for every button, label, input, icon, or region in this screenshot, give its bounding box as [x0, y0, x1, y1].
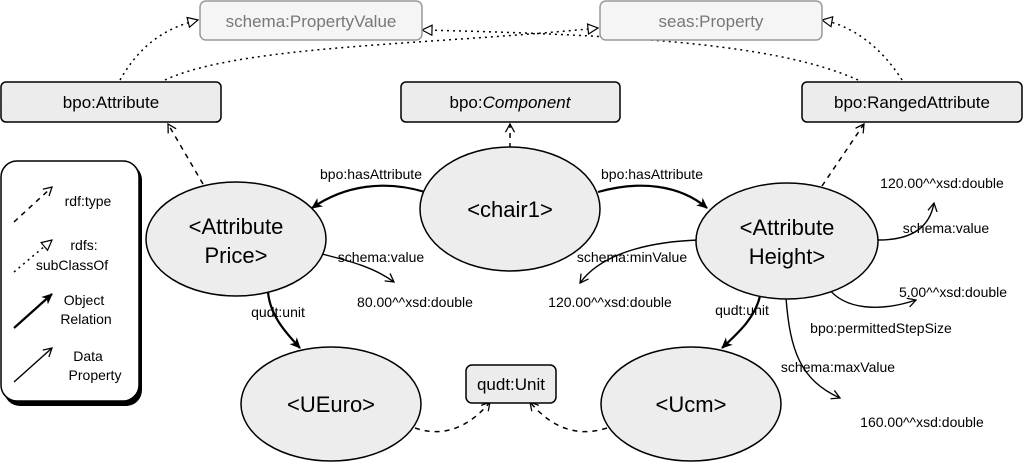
class-qudt-unit[interactable]: qudt:Unit: [465, 364, 557, 404]
edge-ueuro-type-unit: [414, 400, 491, 433]
legend-subclass-line1: rdfs:: [70, 237, 97, 253]
edge-ranged-subclassof-propertyvalue: [422, 30, 859, 81]
node-label: <Ucm>: [656, 392, 727, 417]
edge-price-unit-ueuro: [266, 291, 301, 349]
edge-ucm-type-unit: [529, 400, 608, 433]
class-bpo-rangedattribute[interactable]: bpo:RangedAttribute: [801, 81, 1023, 123]
type-edges: [167, 122, 865, 433]
label-maxvalue: schema:maxValue: [781, 359, 895, 375]
legend-dashed-arrow-icon: [13, 186, 53, 223]
legend-data-line1: Data: [73, 348, 103, 364]
node-chair1[interactable]: <chair1>: [419, 146, 601, 272]
class-label: bpo:Component: [450, 93, 572, 112]
object-edges: [266, 184, 762, 349]
literal-minvalue: 120.00^^xsd:double: [548, 294, 672, 310]
label-height-unit: qudt:unit: [715, 302, 769, 318]
label-hasattribute-right: bpo:hasAttribute: [601, 166, 703, 182]
label-minvalue: schema:minValue: [577, 249, 687, 265]
node-ucm[interactable]: <Ucm>: [600, 346, 782, 462]
legend-data-line2: Property: [69, 367, 122, 383]
class-prefix: bpo:: [450, 93, 483, 112]
edge-attribute-subclassof-propertyvalue: [119, 20, 198, 81]
edge-chair-hasattribute-height: [597, 184, 708, 209]
edge-price-type-attribute: [167, 122, 204, 185]
node-label-line1: <Attribute: [740, 215, 835, 240]
class-schema-propertyvalue[interactable]: schema:PropertyValue: [199, 0, 423, 41]
edge-height-unit-ucm: [721, 295, 762, 349]
data-edges: [321, 201, 938, 400]
literal-height-value: 120.00^^xsd:double: [880, 175, 1004, 191]
edge-height-type-ranged: [821, 122, 865, 187]
node-label: <UEuro>: [287, 392, 375, 417]
legend-object-line1: Object: [64, 292, 105, 308]
label-hasattribute-left: bpo:hasAttribute: [320, 166, 422, 182]
literal-maxvalue: 160.00^^xsd:double: [860, 414, 984, 430]
edge-height-value: [877, 201, 938, 241]
class-name: Component: [483, 93, 572, 112]
label-height-value: schema:value: [903, 220, 990, 236]
edge-chair-hasattribute-price: [311, 184, 426, 209]
edge-height-stepsize: [827, 287, 918, 308]
legend-thick-arrow-icon: [13, 293, 53, 329]
node-label-line2: Price>: [205, 243, 268, 268]
literal-price-value: 80.00^^xsd:double: [357, 294, 473, 310]
class-label: seas:Property: [659, 12, 764, 31]
class-label: schema:PropertyValue: [226, 12, 397, 31]
literal-stepsize: 5.00^^xsd:double: [899, 284, 1007, 300]
node-label-line2: Height>: [749, 244, 825, 269]
edge-height-minvalue: [579, 239, 699, 285]
legend: rdf:type rdfs: subClassOf Object Relatio…: [0, 160, 142, 406]
class-seas-property[interactable]: seas:Property: [599, 0, 823, 41]
class-label: bpo:RangedAttribute: [834, 93, 990, 112]
class-bpo-attribute[interactable]: bpo:Attribute: [0, 81, 222, 123]
node-attribute-height[interactable]: <Attribute Height>: [695, 182, 879, 300]
node-label: <chair1>: [467, 197, 553, 222]
class-label: qudt:Unit: [477, 375, 545, 394]
legend-thin-arrow-icon: [13, 347, 53, 383]
legend-subclass-line2: subClassOf: [36, 257, 108, 273]
label-price-value: schema:value: [338, 249, 425, 265]
class-bpo-component[interactable]: bpo:Component: [400, 81, 621, 123]
node-attribute-price[interactable]: <Attribute Price>: [145, 181, 327, 297]
legend-rdf-type: rdf:type: [65, 193, 112, 209]
legend-dotted-arrow-icon: [13, 240, 52, 273]
node-ueuro[interactable]: <UEuro>: [240, 346, 422, 462]
edge-labels: bpo:hasAttribute bpo:hasAttribute schema…: [251, 166, 989, 375]
literals: 80.00^^xsd:double 120.00^^xsd:double 120…: [357, 175, 1007, 430]
subclass-edges: [119, 20, 903, 81]
legend-object-line2: Relation: [60, 311, 111, 327]
edge-attribute-subclassof-seasproperty: [164, 28, 598, 81]
class-label: bpo:Attribute: [63, 93, 159, 112]
node-label-line1: <Attribute: [189, 214, 284, 239]
label-price-unit: qudt:unit: [251, 304, 305, 320]
edge-price-value: [321, 253, 396, 283]
edge-ranged-subclassof-seasproperty: [822, 20, 903, 81]
edge-height-maxvalue: [785, 297, 842, 400]
label-stepsize: bpo:permittedStepSize: [810, 320, 952, 336]
